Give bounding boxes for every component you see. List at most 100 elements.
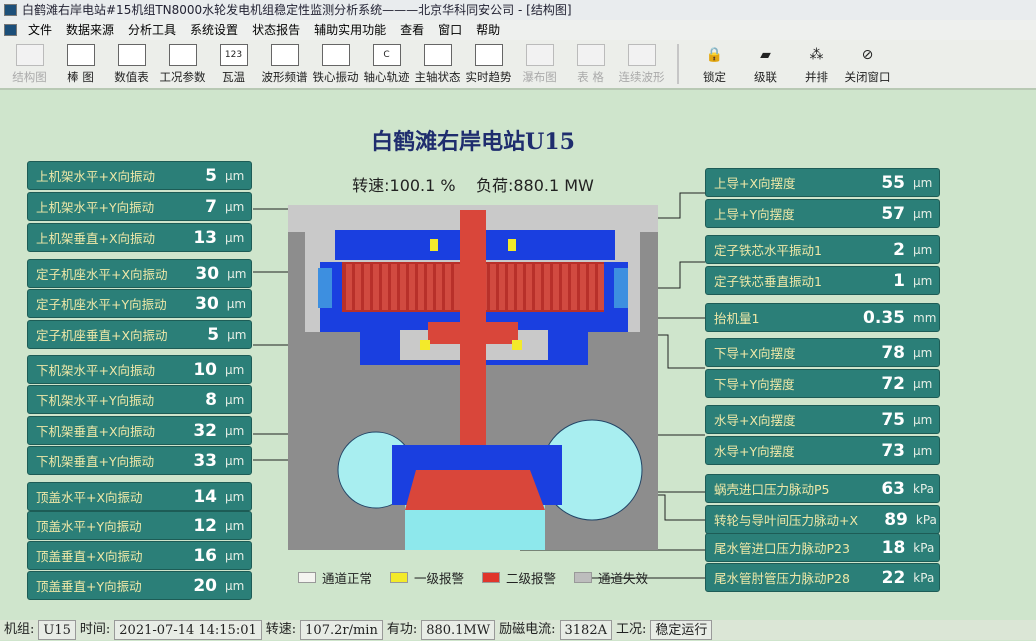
toolbar-button[interactable]: 工况参数 — [157, 40, 208, 88]
measurement-unit: μm — [225, 453, 245, 468]
status-value: 3182A — [559, 620, 612, 640]
measurement-value: 13 — [193, 227, 217, 248]
waveform-icon — [270, 44, 299, 66]
toolbar-button[interactable]: 结构图 — [4, 40, 55, 88]
measurement-label: 上机架水平+Y向振动 — [36, 200, 155, 215]
measurement-value: 16 — [193, 545, 217, 566]
measurement-unit: μm — [225, 489, 245, 504]
measurement-unit: μm — [226, 296, 247, 311]
measurement-label: 顶盖垂直+Y向振动 — [36, 579, 142, 594]
toolbar-button[interactable]: 瀑布图 — [514, 40, 565, 88]
menu-item[interactable]: 帮助 — [476, 23, 501, 37]
legend-label: 一级报警 — [414, 571, 465, 586]
rotor-pole — [427, 264, 433, 310]
toolbar-button[interactable]: 🔒锁定 — [689, 40, 740, 88]
toolbar-button[interactable]: 实时趋势 — [463, 40, 514, 88]
measurement-unit: μm — [227, 266, 247, 281]
toolbar-button[interactable]: ⊘关闭窗口 — [842, 40, 893, 88]
rotor-pole — [589, 264, 595, 310]
legend-item: 二级报警 — [482, 568, 556, 587]
operating-summary: 转速:100.1 % 负荷:880.1 MW — [300, 172, 646, 196]
legend-label: 通道正常 — [322, 571, 373, 586]
toolbar-button[interactable]: 主轴状态 — [412, 40, 463, 88]
measurement-value: 55 — [881, 172, 905, 193]
toolbar-button[interactable]: 铁心振动 — [310, 40, 361, 88]
speed-label: 转速: — [352, 176, 390, 195]
orbit-icon: C — [372, 44, 401, 66]
toolbar-button[interactable]: ⁂并排 — [791, 40, 842, 88]
mdi-child-icon[interactable] — [4, 24, 17, 36]
menu-item[interactable]: 窗口 — [438, 23, 463, 37]
measurement-unit: μm — [913, 412, 933, 427]
measurement-label: 下导+Y向摆度 — [714, 377, 795, 392]
menu-item[interactable]: 状态报告 — [252, 23, 301, 37]
menu-item[interactable]: 文件 — [28, 23, 53, 37]
toolbar-button[interactable]: 连续波形 — [616, 40, 667, 88]
menu-item[interactable]: 查看 — [400, 23, 425, 37]
status-label: 励磁电流: — [499, 622, 556, 637]
rotor-pole — [364, 264, 370, 310]
menu-item[interactable]: 分析工具 — [128, 23, 177, 37]
measurement-label: 转轮与导叶间压力脉动+X — [714, 513, 859, 528]
menu-item[interactable]: 数据来源 — [66, 23, 115, 37]
toolbar-button-label: 数值表 — [114, 70, 149, 84]
measurement-value: 0.35 — [863, 307, 905, 328]
status-label: 工况: — [615, 622, 647, 637]
rotor-pole — [526, 264, 532, 310]
structure-icon — [15, 44, 44, 66]
measurement-unit: μm — [913, 175, 933, 190]
measurement-label: 水导+Y向摆度 — [714, 444, 795, 459]
toolbar-button[interactable]: 数值表 — [106, 40, 157, 88]
measurement-value: 14 — [193, 486, 217, 507]
measurement-unit: μm — [225, 168, 245, 183]
rotor-pole — [490, 264, 496, 310]
legend-label: 通道失效 — [598, 571, 649, 586]
grid-icon — [576, 44, 605, 66]
rotor-pole — [544, 264, 550, 310]
measurement-label: 下机架垂直+Y向振动 — [36, 454, 155, 469]
toolbar-button[interactable]: 波形频谱 — [259, 40, 310, 88]
toolbar-button-label: 波形频谱 — [261, 70, 308, 84]
toolbar-button[interactable]: 表 格 — [565, 40, 616, 88]
menu-item[interactable]: 辅助实用功能 — [314, 23, 387, 37]
value-table-icon — [117, 44, 146, 66]
cascade-icon: ▰ — [760, 47, 771, 63]
toolbar-button[interactable]: 棒 图 — [55, 40, 106, 88]
menu-item[interactable]: 系统设置 — [190, 23, 239, 37]
toolbar-button[interactable]: ▰级联 — [740, 40, 791, 88]
measurement-value: 2 — [893, 239, 905, 260]
measurement-unit: μm — [225, 230, 245, 245]
measurement-label: 尾水管进口压力脉动P23 — [714, 541, 850, 556]
measurement-value: 5 — [207, 324, 220, 345]
rotor-pole — [373, 264, 379, 310]
